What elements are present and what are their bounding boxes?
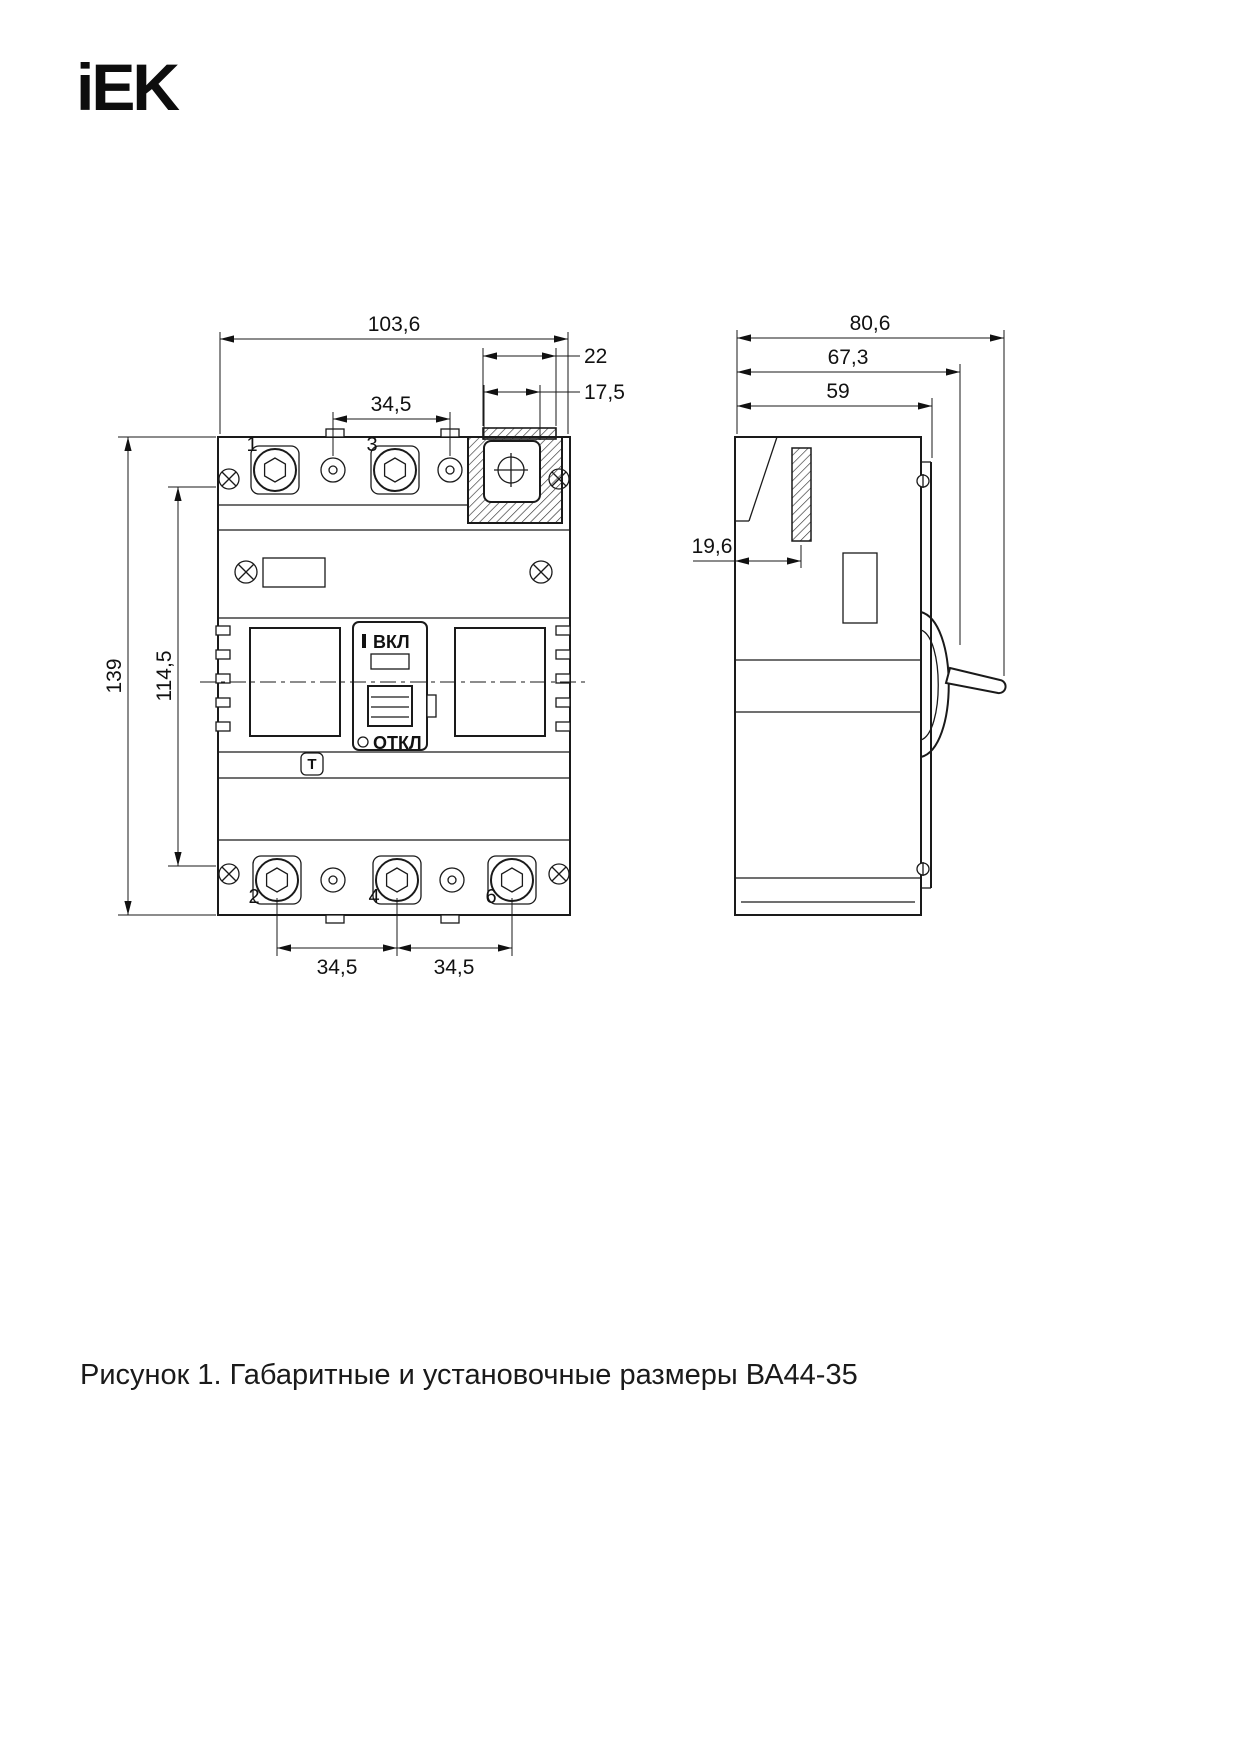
dim-body-depth: 59 [826, 380, 849, 403]
front-view: ВКЛ ОТКЛ Т 1 3 2 4 6 103,6 [103, 313, 625, 979]
dim-cover-width: 22 [584, 345, 607, 368]
terminal-6-label: 6 [485, 886, 496, 908]
terminal-4 [372, 855, 422, 905]
dim-mounting-height: 114,5 [153, 651, 176, 702]
breaker-body-side [734, 436, 922, 916]
vent-slots [215, 625, 571, 732]
terminal-1-label: 1 [246, 434, 257, 456]
toggle-lever-side [944, 666, 1007, 695]
dim-bottom-pitch-left: 34,5 [317, 956, 358, 979]
dim-top-pitch: 34,5 [371, 393, 412, 416]
terminal-2 [252, 855, 302, 905]
terminal-4-label: 4 [368, 886, 379, 908]
accessory-block [842, 552, 878, 624]
side-view: 80,6 67,3 59 19,6 [692, 312, 1007, 916]
terminal-6 [487, 855, 537, 905]
terminal-2-label: 2 [248, 886, 259, 908]
on-label: ВКЛ [373, 632, 410, 652]
test-button-label: Т [307, 756, 316, 773]
handle-escutcheon [920, 611, 950, 758]
dim-cover-window: 17,5 [584, 381, 625, 404]
dim-cover-depth: 19,6 [692, 535, 733, 558]
dim-overall-width: 103,6 [368, 313, 421, 336]
off-label: ОТКЛ [373, 733, 422, 753]
on-position-icon [362, 634, 366, 648]
dim-depth-to-handle: 67,3 [828, 346, 869, 369]
terminal-cover-section [467, 427, 563, 524]
dim-bottom-pitch-right: 34,5 [434, 956, 475, 979]
terminal-3 [370, 445, 420, 495]
front-view-dimensions: 103,6 22 17,5 34,5 139 [103, 313, 625, 979]
test-button [300, 752, 324, 776]
side-view-dimensions: 80,6 67,3 59 19,6 [692, 312, 1005, 676]
dim-overall-height: 139 [103, 658, 126, 693]
face-screws [234, 560, 553, 584]
iek-logo: iEK [76, 50, 180, 124]
terminal-1 [250, 445, 300, 495]
terminal-3-label: 3 [366, 434, 377, 456]
toggle-handle [367, 685, 413, 727]
dim-overall-depth: 80,6 [850, 312, 891, 335]
figure-caption: Рисунок 1. Габаритные и установочные раз… [80, 1359, 858, 1391]
cover-section-side [791, 447, 812, 542]
off-position-icon [357, 736, 369, 748]
rating-plate [262, 557, 326, 588]
